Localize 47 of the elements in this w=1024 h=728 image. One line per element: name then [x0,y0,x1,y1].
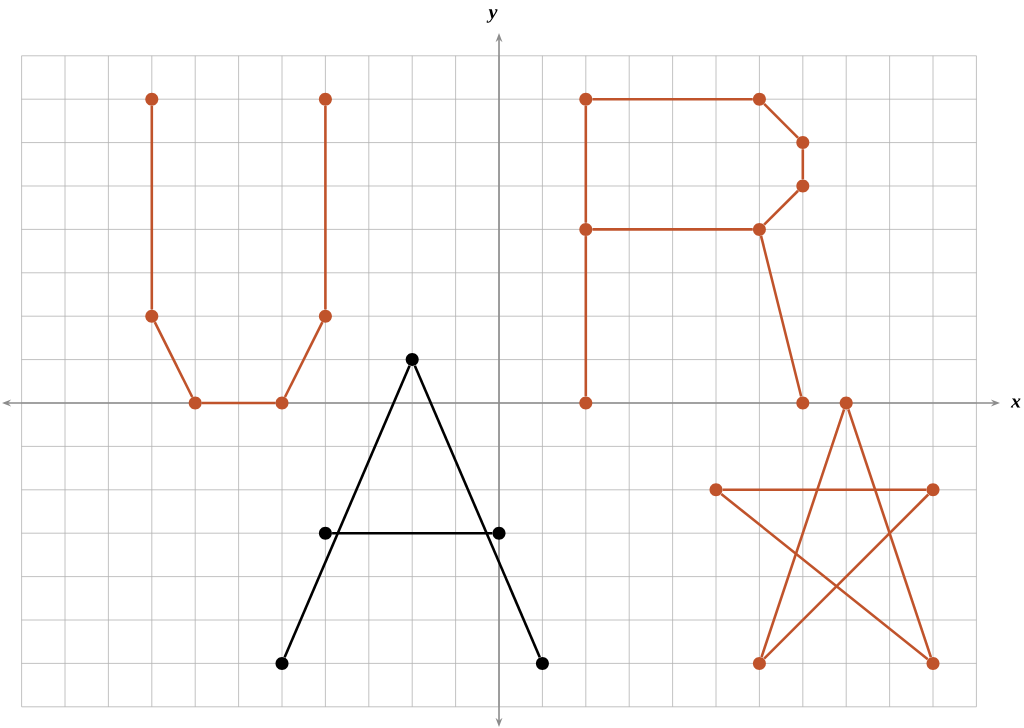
point [839,396,853,410]
line-segment [763,493,930,660]
line-segment [720,492,929,661]
line-segment [763,103,799,139]
point [579,92,593,106]
point [579,396,593,410]
line-segment [760,408,846,658]
point [405,353,419,367]
point [318,309,332,323]
y-axis-label: y [486,9,498,23]
point [796,136,810,150]
line-segment [592,228,753,231]
line-segment [759,235,803,397]
point [579,222,593,236]
point [275,396,289,410]
line-segment [201,401,276,405]
line-segment [283,321,324,398]
line-segment [584,105,588,223]
line-segment [584,236,588,397]
line-segment [153,321,194,398]
point [796,179,810,193]
point [796,396,810,410]
point [752,92,766,106]
line-segment [332,531,493,535]
point [318,92,332,106]
point [926,656,940,670]
line-segment [801,149,805,180]
line-segment [150,105,154,310]
line-segment [324,105,327,310]
point [188,396,202,410]
point [535,656,549,670]
line-segment [763,189,799,226]
point [709,483,723,497]
point [145,309,159,323]
line-segment [847,408,933,658]
line-segment [283,365,411,658]
point [275,656,289,670]
line-segment [722,488,927,492]
point [145,92,159,106]
line-segment [413,365,541,658]
point [318,526,332,540]
line-segment [592,97,753,101]
point [926,483,940,497]
point [752,656,766,670]
x-axis-label: x [1010,398,1021,408]
point [752,222,766,236]
point [492,526,506,540]
